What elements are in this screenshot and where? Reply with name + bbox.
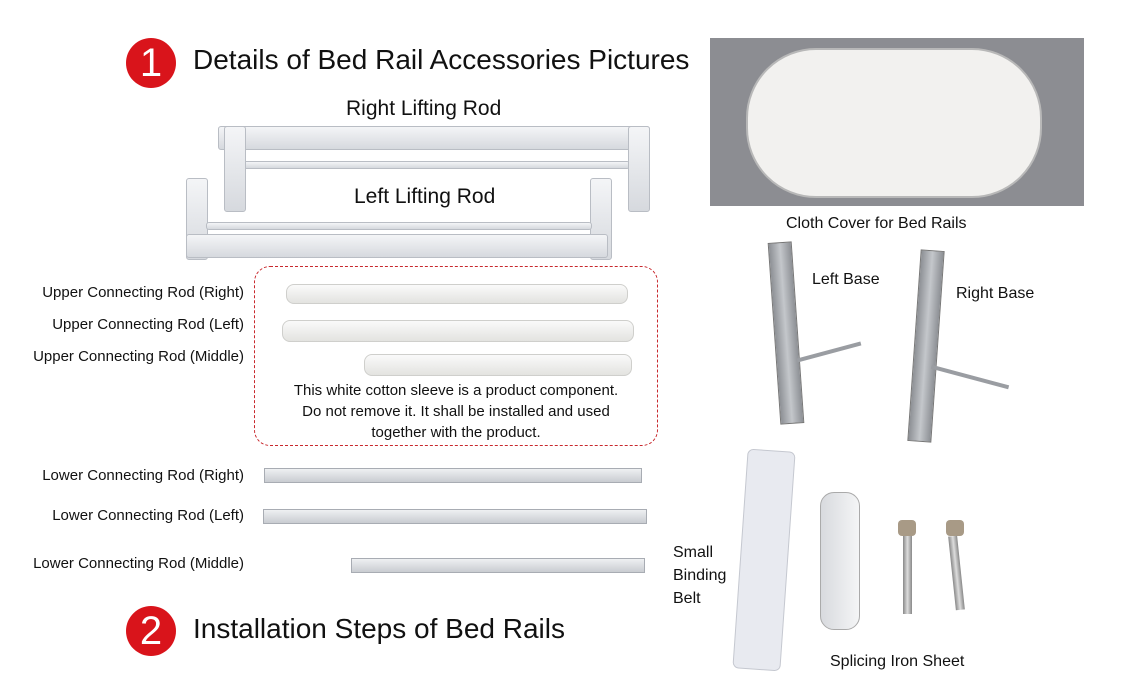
right-base-image bbox=[907, 249, 945, 443]
cotton-sleeve-note-box bbox=[254, 266, 658, 446]
step-2-badge: 2 bbox=[126, 606, 176, 656]
lower-rod-middle-image bbox=[351, 558, 645, 573]
left-base-image bbox=[767, 241, 805, 425]
upper-rod-middle-label: Upper Connecting Rod (Middle) bbox=[33, 348, 244, 365]
upper-rod-left-label: Upper Connecting Rod (Left) bbox=[52, 316, 244, 333]
splicing-iron-sheet-image bbox=[820, 492, 860, 630]
screw-image bbox=[903, 536, 912, 614]
lower-rod-middle-label: Lower Connecting Rod (Middle) bbox=[33, 555, 244, 572]
lower-rod-right-image bbox=[264, 468, 642, 483]
lower-rod-left-image bbox=[263, 509, 647, 524]
section-1-title: Details of Bed Rail Accessories Pictures bbox=[193, 44, 690, 75]
section-2-title: Installation Steps of Bed Rails bbox=[193, 613, 565, 644]
upper-rod-right-image bbox=[286, 284, 628, 304]
left-lifting-rod-image bbox=[186, 178, 612, 260]
upper-rod-right-label: Upper Connecting Rod (Right) bbox=[42, 284, 244, 301]
note-line-2: Do not remove it. It shall be installed … bbox=[302, 403, 610, 420]
right-lifting-rod-image bbox=[218, 126, 650, 212]
cloth-cover-image bbox=[710, 38, 1084, 206]
screw-image bbox=[948, 535, 965, 611]
right-base-label: Right Base bbox=[956, 285, 1035, 302]
step-1-badge: 1 bbox=[126, 38, 176, 88]
left-lifting-rod-label: Left Lifting Rod bbox=[354, 185, 496, 208]
nut-icon bbox=[946, 520, 964, 536]
right-base-foot bbox=[930, 364, 1010, 390]
left-base-foot bbox=[796, 341, 862, 363]
cotton-sleeve-note: This white cotton sleeve is a product co… bbox=[258, 380, 654, 443]
left-base-label: Left Base bbox=[812, 271, 880, 288]
splicing-iron-sheet-label: Splicing Iron Sheet bbox=[830, 653, 965, 670]
note-line-3: together with the product. bbox=[371, 424, 541, 441]
upper-rod-middle-image bbox=[364, 354, 632, 376]
lower-rod-left-label: Lower Connecting Rod (Left) bbox=[52, 507, 244, 524]
note-line-1: This white cotton sleeve is a product co… bbox=[293, 382, 619, 399]
upper-rod-left-image bbox=[282, 320, 634, 342]
lower-rod-right-label: Lower Connecting Rod (Right) bbox=[42, 467, 244, 484]
binding-belt-image bbox=[732, 448, 796, 672]
right-lifting-rod-label: Right Lifting Rod bbox=[346, 97, 502, 120]
nut-icon bbox=[898, 520, 916, 536]
binding-belt-label: Small Binding Belt bbox=[673, 544, 727, 607]
cloth-cover-label: Cloth Cover for Bed Rails bbox=[786, 215, 967, 232]
